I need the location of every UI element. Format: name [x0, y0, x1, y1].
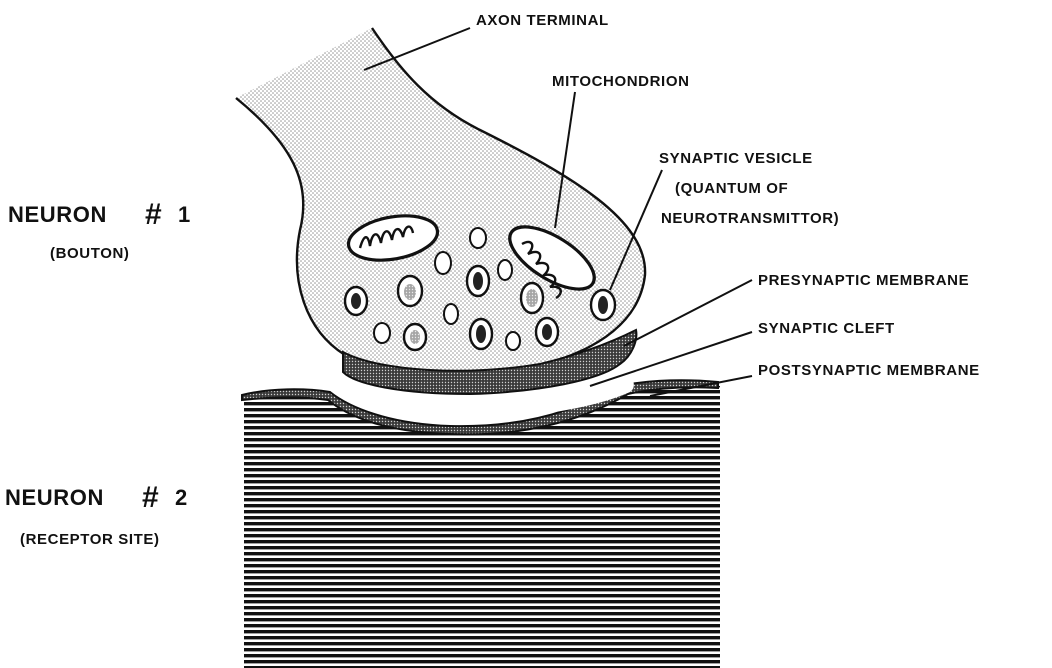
vesicle-filled [404, 324, 426, 350]
vesicle-filled [521, 283, 543, 313]
label-postsynaptic-membrane: POSTSYNAPTIC MEMBRANE [758, 362, 980, 379]
neuron-2-subtitle: (RECEPTOR SITE) [20, 531, 160, 548]
vesicle-filled [470, 319, 492, 349]
label-synaptic-vesicle-line3: NEUROTRANSMITTOR) [661, 210, 839, 227]
neuron-1-number: 1 [178, 202, 191, 227]
neuron-1-hash-symbol: # [145, 198, 162, 231]
vesicle-filled [398, 276, 422, 306]
vesicle-filled-synaptic [591, 290, 615, 320]
neuron-1-subtitle: (BOUTON) [50, 245, 130, 262]
vesicle-filled [467, 266, 489, 296]
vesicle [506, 332, 520, 350]
label-presynaptic-membrane: PRESYNAPTIC MEMBRANE [758, 272, 969, 289]
neuron-1-label: NEURON # 1 (BOUTON) [8, 198, 191, 262]
leader-presynaptic-membrane [624, 280, 752, 346]
label-synaptic-vesicle: SYNAPTIC VESICLE [659, 150, 813, 167]
neuron-2-number: 2 [175, 485, 188, 510]
label-mitochondrion: MITOCHONDRION [552, 73, 690, 90]
label-synaptic-vesicle-line2: (QUANTUM OF [675, 180, 788, 197]
vesicle [498, 260, 512, 280]
label-axon-terminal: AXON TERMINAL [476, 12, 609, 29]
vesicle [444, 304, 458, 324]
neuron-2-label: NEURON # 2 (RECEPTOR SITE) [5, 481, 188, 548]
label-synaptic-cleft: SYNAPTIC CLEFT [758, 320, 895, 337]
neuron-2-name: NEURON [5, 485, 104, 510]
vesicle-filled [345, 287, 367, 315]
vesicle [374, 323, 390, 343]
neuron-1-name: NEURON [8, 202, 107, 227]
vesicle [435, 252, 451, 274]
vesicle [470, 228, 486, 248]
neuron-2-hash-symbol: # [142, 481, 159, 514]
vesicle-filled [536, 318, 558, 346]
